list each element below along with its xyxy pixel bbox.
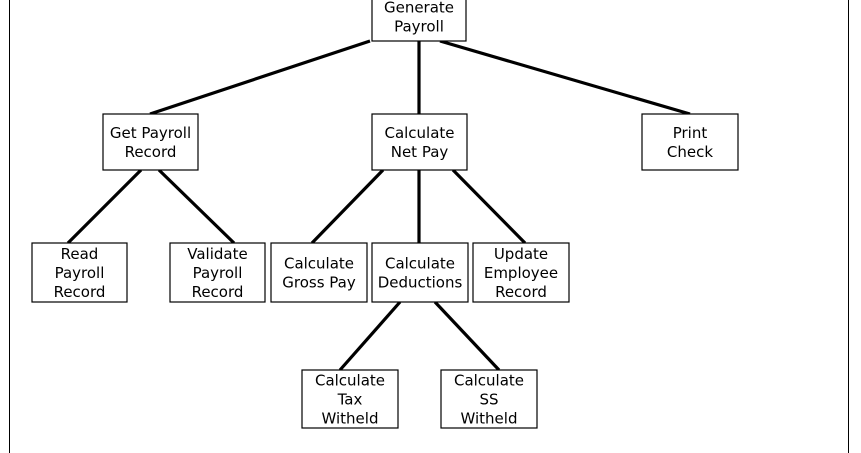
node-box-calculate-net-pay bbox=[371, 113, 468, 171]
node-box-calculate-ss-withheld bbox=[440, 369, 538, 429]
node-label-generate-payroll-line-2: Payroll bbox=[394, 17, 444, 35]
node-label-calculate-net-pay-line-1: Calculate bbox=[384, 124, 454, 142]
node-label-calculate-gross-pay-line-1: Calculate bbox=[284, 254, 354, 272]
node-box-validate-payroll-record bbox=[169, 242, 266, 303]
node-label-calculate-ss-withheld-line-3: Witheld bbox=[461, 409, 518, 427]
node-label-validate-payroll-record-line-3: Record bbox=[192, 283, 244, 301]
edge-calculate-net-pay-to-calculate-gross-pay bbox=[310, 168, 385, 245]
node-label-calculate-deductions-line-2: Deductions bbox=[378, 273, 463, 291]
node-box-print-check bbox=[641, 113, 739, 171]
node-label-generate-payroll-line-1: Generate bbox=[384, 0, 454, 16]
node-label-calculate-net-pay-line-2: Net Pay bbox=[391, 143, 449, 161]
node-label-calculate-gross-pay-line-2: Gross Pay bbox=[282, 273, 356, 291]
edge-get-payroll-record-to-read-payroll-record bbox=[66, 168, 143, 245]
node-label-calculate-tax-withheld-line-3: Witheld bbox=[322, 409, 379, 427]
node-label-print-check-line-1: Print bbox=[673, 124, 708, 142]
edge-generate-payroll-to-get-payroll-record bbox=[149, 39, 371, 116]
node-label-read-payroll-record-line-3: Record bbox=[54, 283, 106, 301]
frame-right-border bbox=[848, 0, 849, 453]
node-label-read-payroll-record-line-2: Payroll bbox=[55, 264, 105, 282]
node-label-calculate-deductions-line-1: Calculate bbox=[385, 254, 455, 272]
node-label-validate-payroll-record-line-2: Payroll bbox=[193, 264, 243, 282]
node-box-generate-payroll bbox=[371, 0, 467, 42]
node-label-update-employee-record-line-2: Employee bbox=[484, 264, 558, 282]
node-label-print-check-line-2: Check bbox=[667, 143, 713, 161]
edge-layer bbox=[66, 39, 691, 372]
node-box-calculate-deductions bbox=[371, 242, 469, 303]
frame-left-border bbox=[9, 0, 10, 453]
node-label-calculate-tax-withheld-line-2: Tax bbox=[337, 390, 363, 408]
node-label-calculate-tax-withheld-line-1: Calculate bbox=[315, 371, 385, 389]
node-label-calculate-ss-withheld-line-2: SS bbox=[479, 390, 498, 408]
node-label-validate-payroll-record-line-1: Validate bbox=[187, 245, 247, 263]
node-label-calculate-ss-withheld-line-1: Calculate bbox=[454, 371, 524, 389]
edge-calculate-deductions-to-calculate-ss-withheld bbox=[433, 300, 501, 372]
node-box-get-payroll-record bbox=[102, 113, 199, 171]
node-label-get-payroll-record-line-1: Get Payroll bbox=[110, 124, 191, 142]
edge-generate-payroll-to-print-check bbox=[439, 39, 691, 116]
edge-get-payroll-record-to-validate-payroll-record bbox=[157, 168, 236, 245]
edge-calculate-net-pay-to-update-employee-record bbox=[451, 168, 527, 245]
node-label-get-payroll-record-line-2: Record bbox=[125, 143, 177, 161]
node-label-update-employee-record-line-3: Record bbox=[495, 283, 547, 301]
node-label-update-employee-record-line-1: Update bbox=[494, 245, 548, 263]
node-box-read-payroll-record bbox=[31, 242, 128, 303]
node-box-update-employee-record bbox=[472, 242, 570, 303]
node-label-read-payroll-record-line-1: Read bbox=[61, 245, 99, 263]
node-box-calculate-tax-withheld bbox=[301, 369, 399, 429]
edge-calculate-deductions-to-calculate-tax-withheld bbox=[338, 300, 402, 372]
node-box-calculate-gross-pay bbox=[270, 242, 368, 303]
